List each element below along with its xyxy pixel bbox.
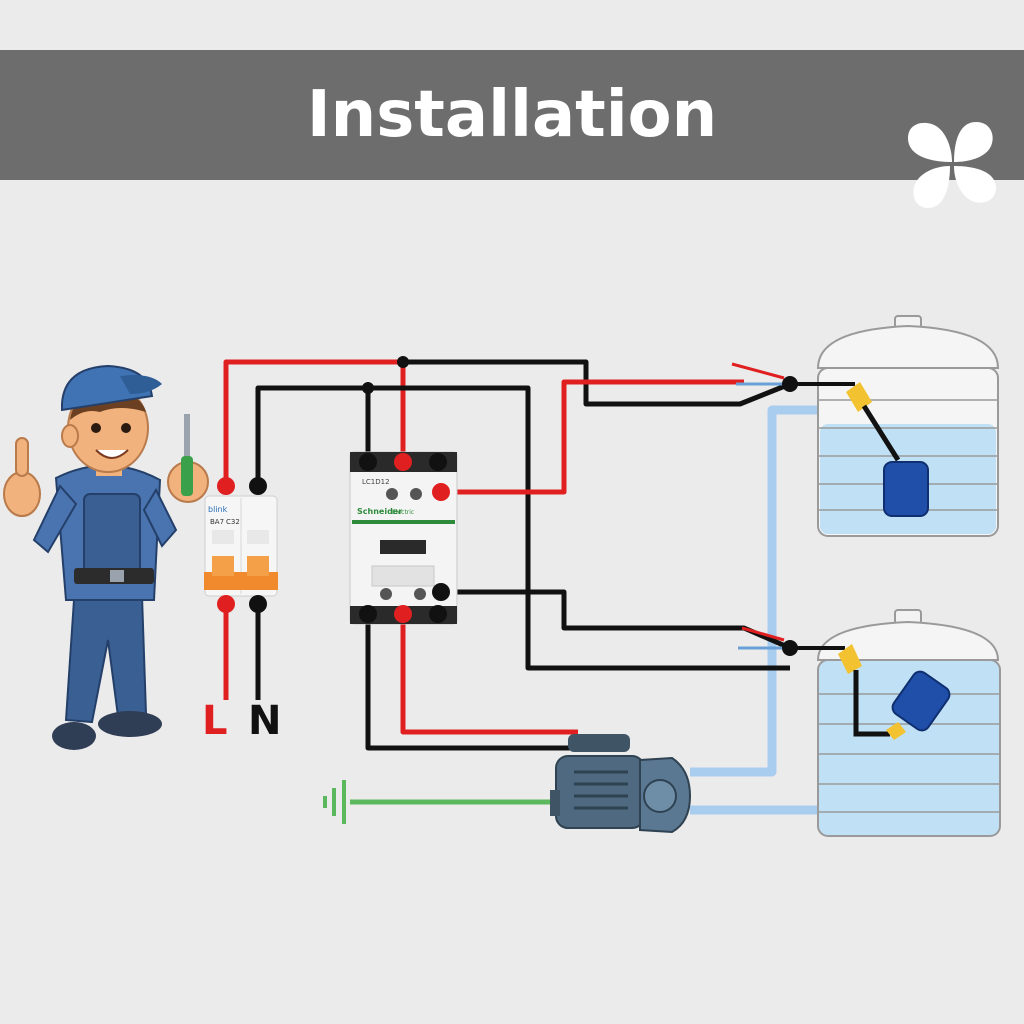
water-pump <box>550 734 692 834</box>
contactor-sub-brand: Electric <box>392 509 414 516</box>
supply-pipe <box>690 405 838 777</box>
wiring <box>223 359 791 805</box>
contactor-brand: Schneider <box>357 507 402 516</box>
pump-neutral-wire <box>365 614 578 751</box>
coil-red-wire <box>441 379 744 495</box>
page-title: Installation <box>306 78 718 152</box>
contactor-model: LC1D12 <box>362 478 390 486</box>
breaker-terminals <box>217 477 267 613</box>
breaker-model: BA7 <box>210 518 224 526</box>
contactor-terminals <box>359 356 450 623</box>
line-terminal-label: L <box>202 698 228 744</box>
pump-live-wire <box>400 614 578 735</box>
technician-figure <box>3 364 209 750</box>
upper-water-tank <box>816 315 1000 537</box>
float-switch-icon <box>782 376 929 517</box>
lower-water-tank <box>816 609 1001 837</box>
ground-symbol-icon <box>323 780 346 824</box>
coil-black-wire <box>441 589 791 651</box>
neutral-terminal-label: N <box>248 698 281 744</box>
four-petal-logo-icon <box>908 122 996 208</box>
water-pipes <box>690 405 838 815</box>
breaker-brand: blink <box>208 505 228 514</box>
live-wire-top <box>223 359 406 486</box>
float-switch-icon <box>782 640 951 740</box>
switch-feed-wire <box>403 359 791 407</box>
neutral-wire-top <box>255 385 790 671</box>
circuit-breaker: blink BA7 C32 <box>204 495 278 597</box>
breaker-rating: C32 <box>226 518 240 526</box>
header-banner: Installation <box>0 50 1024 208</box>
float-cable-ends <box>731 362 785 650</box>
